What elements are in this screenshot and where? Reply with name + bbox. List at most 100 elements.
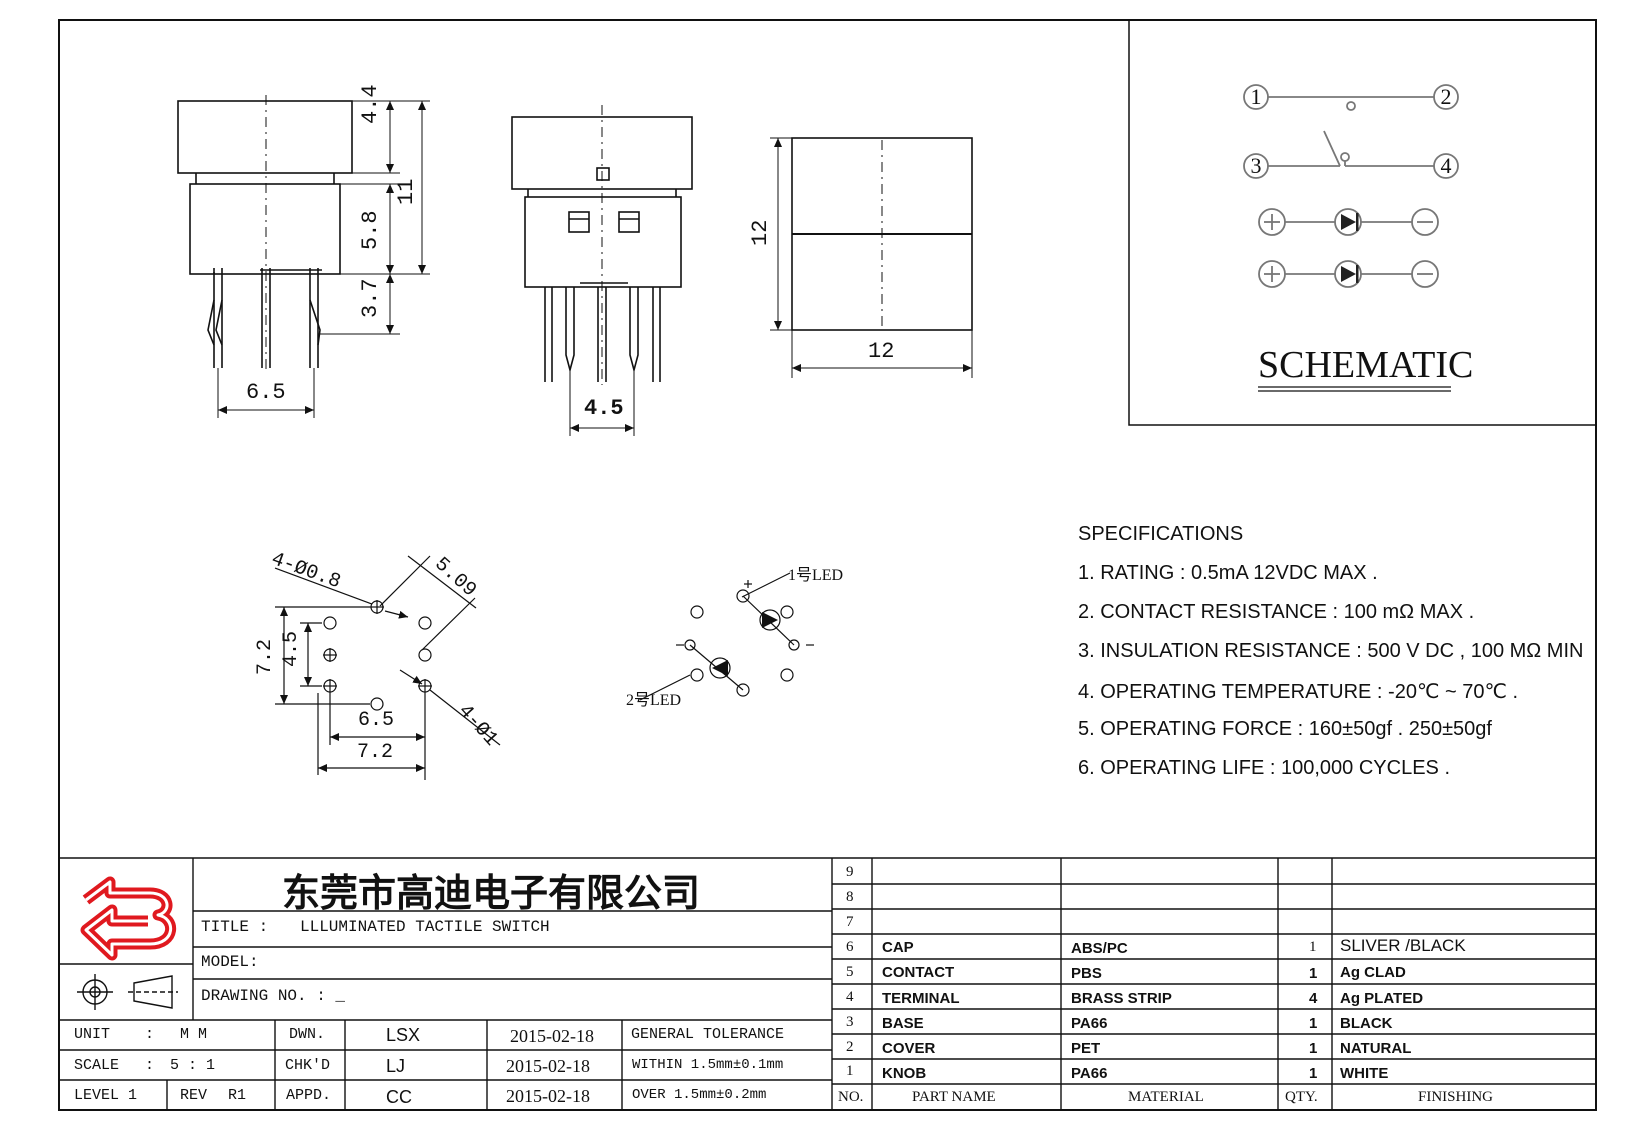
spec-insulation-resistance: 3. INSULATION RESISTANCE : 500 V DC , 10…: [1078, 640, 1584, 662]
rev-value: R1: [228, 1087, 247, 1104]
unit-value: M M: [180, 1026, 208, 1043]
side-view-base: [189, 183, 341, 275]
bom-part-3: BASE: [882, 1015, 924, 1032]
scale-label: SCALE: [74, 1057, 120, 1074]
dim-top-width: 12: [868, 339, 895, 364]
led-2-label: 2号LED: [626, 692, 682, 709]
bom-no-4: 4: [846, 989, 854, 1005]
top-view: [791, 137, 973, 331]
schematic-frame: [1128, 19, 1597, 426]
unit-label: UNIT: [74, 1026, 111, 1043]
bom-header-no: NO.: [838, 1089, 864, 1105]
bom-material-2: PET: [1071, 1040, 1101, 1057]
bom-part-2: COVER: [882, 1040, 936, 1057]
schematic-title-underline: [1258, 386, 1451, 392]
dim-fp-height-inner: 4.5: [280, 630, 303, 667]
level-label: LEVEL 1: [74, 1087, 138, 1104]
dim-overall-height: 11: [394, 178, 419, 205]
schematic-symbol: [1243, 84, 1459, 288]
dwn-name: LSX: [386, 1025, 421, 1045]
bom-material-6: ABS/PC: [1071, 940, 1128, 957]
spec-rating: 1. RATING : 0.5mA 12VDC MAX .: [1078, 562, 1378, 584]
front-view-cap: [511, 116, 693, 190]
chkd-label: CHK'D: [285, 1057, 331, 1074]
bom-qty-4: 4: [1309, 990, 1318, 1007]
bom-finishing-4: Ag PLATED: [1340, 990, 1424, 1007]
spec-operating-life: 6. OPERATING LIFE : 100,000 CYCLES .: [1078, 757, 1451, 779]
bom-no-8: 8: [846, 889, 854, 905]
bom-header-qty: QTY.: [1285, 1089, 1318, 1105]
general-tolerance-label: GENERAL TOLERANCE: [631, 1026, 785, 1043]
spec-operating-force: 5. OPERATING FORCE : 160±50gf . 250±50gf: [1078, 718, 1492, 740]
bom-qty-2: 1: [1309, 1040, 1318, 1057]
dim-fp-width-outer: 7.2: [357, 741, 394, 764]
dim-top-height: 12: [748, 219, 773, 246]
dim-base-height: 5.8: [358, 210, 383, 250]
spec-contact-resistance: 2. CONTACT RESISTANCE : 100 mΩ MAX .: [1078, 601, 1475, 623]
bom-part-4: TERMINAL: [882, 990, 960, 1007]
led-layout-view: [639, 572, 814, 701]
dim-front-pin-pitch: 4.5: [584, 396, 624, 421]
bom-finishing-3: BLACK: [1340, 1015, 1393, 1032]
title-value: LLLUMINATED TACTILE SWITCH: [300, 918, 550, 936]
led-1-label: 1号LED: [788, 567, 844, 584]
bom-qty-6: 1: [1309, 939, 1317, 955]
bom-finishing-2: NATURAL: [1340, 1040, 1412, 1057]
bom-finishing-1: WHITE: [1340, 1065, 1389, 1082]
pin-4-label: 4: [1440, 153, 1452, 178]
front-view-dims: [569, 370, 635, 436]
schematic-diodes: [1341, 213, 1359, 283]
bom-part-5: CONTACT: [882, 964, 955, 981]
side-view-dims: [217, 100, 430, 418]
bom-part-1: KNOB: [882, 1065, 927, 1082]
bom-qty-3: 1: [1309, 1015, 1318, 1032]
bom-no-2: 2: [846, 1039, 854, 1055]
bom-material-1: PA66: [1071, 1065, 1108, 1082]
sheet-border: [58, 19, 1597, 1111]
pin-3-label: 3: [1250, 153, 1262, 178]
bom-header-material: MATERIAL: [1128, 1089, 1204, 1105]
scale-sep: :: [145, 1057, 155, 1074]
specifications-heading: SPECIFICATIONS: [1078, 523, 1244, 545]
dim-side-pin-pitch: 6.5: [246, 380, 286, 405]
appd-label: APPD.: [286, 1087, 332, 1104]
footprint-view: [274, 555, 501, 780]
bom-no-3: 3: [846, 1014, 854, 1030]
bom-no-6: 6: [846, 939, 854, 955]
company-logo: [80, 876, 177, 961]
dim-fp-height-outer: 7.2: [254, 638, 277, 675]
bom-no-9: 9: [846, 864, 854, 880]
front-view-base: [524, 196, 682, 288]
drawing-no-label: DRAWING NO. : _: [201, 987, 346, 1005]
projection-symbol-icon: [77, 974, 178, 1010]
bom-no-5: 5: [846, 964, 854, 980]
pin-2-label: 2: [1440, 84, 1452, 109]
tolerance-within: WITHIN 1.5mm±0.1mm: [632, 1057, 784, 1073]
dim-cap-height: 4.4: [358, 84, 383, 124]
top-view-dims: [770, 137, 973, 378]
schematic-title: SCHEMATIC: [1258, 344, 1474, 386]
bom-finishing-6: SLIVER /BLACK: [1340, 936, 1466, 955]
dim-fp-width-inner: 6.5: [358, 709, 395, 732]
front-view: [511, 105, 693, 385]
bom-qty-1: 1: [1309, 1065, 1318, 1082]
bom-header-part-name: PART NAME: [912, 1089, 996, 1105]
pin-1-label: 1: [1250, 84, 1262, 109]
bom-material-5: PBS: [1071, 965, 1102, 982]
spec-operating-temperature: 4. OPERATING TEMPERATURE : -20℃ ~ 70℃ .: [1078, 681, 1519, 703]
rev-label: REV: [180, 1087, 208, 1104]
bom-no-7: 7: [846, 914, 854, 930]
title-block-grid: [59, 857, 1596, 1110]
chkd-name: LJ: [386, 1056, 406, 1076]
bom-material-4: BRASS STRIP: [1071, 990, 1172, 1007]
scale-value: 5 : 1: [170, 1057, 216, 1074]
chkd-date: 2015-02-18: [506, 1056, 590, 1076]
bom-no-1: 1: [846, 1063, 854, 1079]
unit-sep: :: [145, 1026, 155, 1043]
dim-pin-length: 3.7: [358, 278, 383, 318]
bom-part-6: CAP: [882, 939, 914, 956]
bom-material-3: PA66: [1071, 1015, 1108, 1032]
bom-finishing-5: Ag CLAD: [1340, 964, 1406, 981]
appd-date: 2015-02-18: [506, 1086, 590, 1106]
